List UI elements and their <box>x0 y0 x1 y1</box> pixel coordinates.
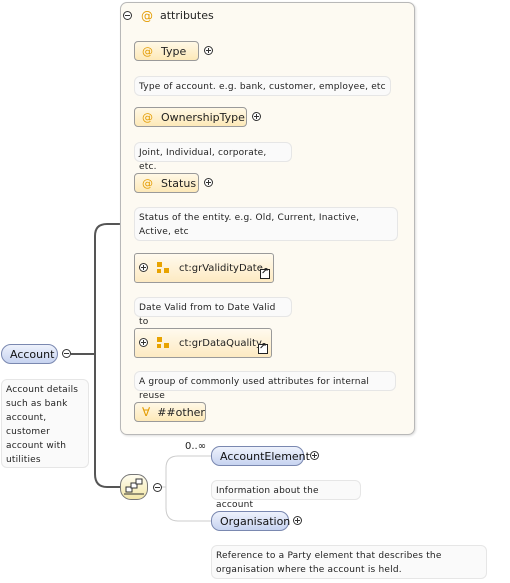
group-validitydate-expand-toggle[interactable] <box>139 263 148 272</box>
attribute-type[interactable]: @ Type <box>134 41 199 61</box>
account-collapse-toggle[interactable] <box>62 349 71 358</box>
account-description: Account details such as bank account, cu… <box>1 379 89 468</box>
attribute-group-icon <box>157 262 171 274</box>
attribute-group-label: ct:grDataQuality <box>179 337 262 349</box>
organisation-element[interactable]: Organisation <box>211 511 291 531</box>
attribute-ownershiptype-description: Joint, Individual, corporate, etc. <box>134 142 292 172</box>
sequence-cardinality: 0..∞ <box>185 441 207 452</box>
attribute-label: Type <box>161 44 187 58</box>
any-attribute-icon: ∀ <box>142 405 151 419</box>
attribute-group-dataquality-description: A group of commonly used attributes for … <box>134 371 396 401</box>
attribute-at-icon: @ <box>142 110 153 124</box>
accountelement-description: Information about the account <box>211 480 361 510</box>
sequence-icon <box>124 478 144 495</box>
attribute-status-description: Status of the entity. e.g. Old, Current,… <box>134 207 398 241</box>
account-element-label: Account <box>10 347 55 361</box>
attribute-group-icon <box>157 337 171 349</box>
any-attribute-node[interactable]: ∀ ##other <box>134 402 206 422</box>
group-dataquality-expand-toggle[interactable] <box>139 338 148 347</box>
attribute-at-icon: @ <box>142 176 153 190</box>
sequence-compositor[interactable] <box>120 474 148 500</box>
reference-link-icon <box>260 267 270 279</box>
attribute-type-description: Type of account. e.g. bank, customer, em… <box>134 76 391 96</box>
attribute-group-dataquality[interactable]: ct:grDataQuality <box>134 328 272 358</box>
attribute-group-label: ct:grValidityDate <box>179 262 263 274</box>
account-element[interactable]: Account <box>1 344 58 364</box>
attribute-group-validitydate[interactable]: ct:grValidityDate <box>134 253 274 283</box>
any-attribute-label: ##other <box>157 405 205 419</box>
sequence-collapse-toggle[interactable] <box>153 483 162 492</box>
attribute-label: OwnershipType <box>161 110 245 124</box>
organisation-label: Organisation <box>220 514 291 528</box>
attribute-label: Status <box>161 176 197 190</box>
attribute-status-expand-toggle[interactable] <box>204 178 213 187</box>
accountelement-label: AccountElement <box>220 449 310 463</box>
attribute-type-expand-toggle[interactable] <box>204 46 213 55</box>
attributes-collapse-toggle[interactable] <box>123 11 132 20</box>
accountelement-element[interactable]: AccountElement <box>211 446 310 466</box>
attribute-group-validitydate-description: Date Valid from to Date Valid to <box>134 297 292 327</box>
reference-link-icon <box>258 342 268 354</box>
attribute-status[interactable]: @ Status <box>134 173 199 193</box>
attribute-ownershiptype[interactable]: @ OwnershipType <box>134 107 247 127</box>
organisation-description: Reference to a Party element that descri… <box>211 545 487 579</box>
attribute-ownershiptype-expand-toggle[interactable] <box>252 112 261 121</box>
attributes-at-icon: @ <box>141 9 153 23</box>
accountelement-expand-toggle[interactable] <box>310 451 319 460</box>
organisation-expand-toggle[interactable] <box>293 516 302 525</box>
attribute-at-icon: @ <box>142 44 153 58</box>
attributes-title: attributes <box>160 9 214 22</box>
